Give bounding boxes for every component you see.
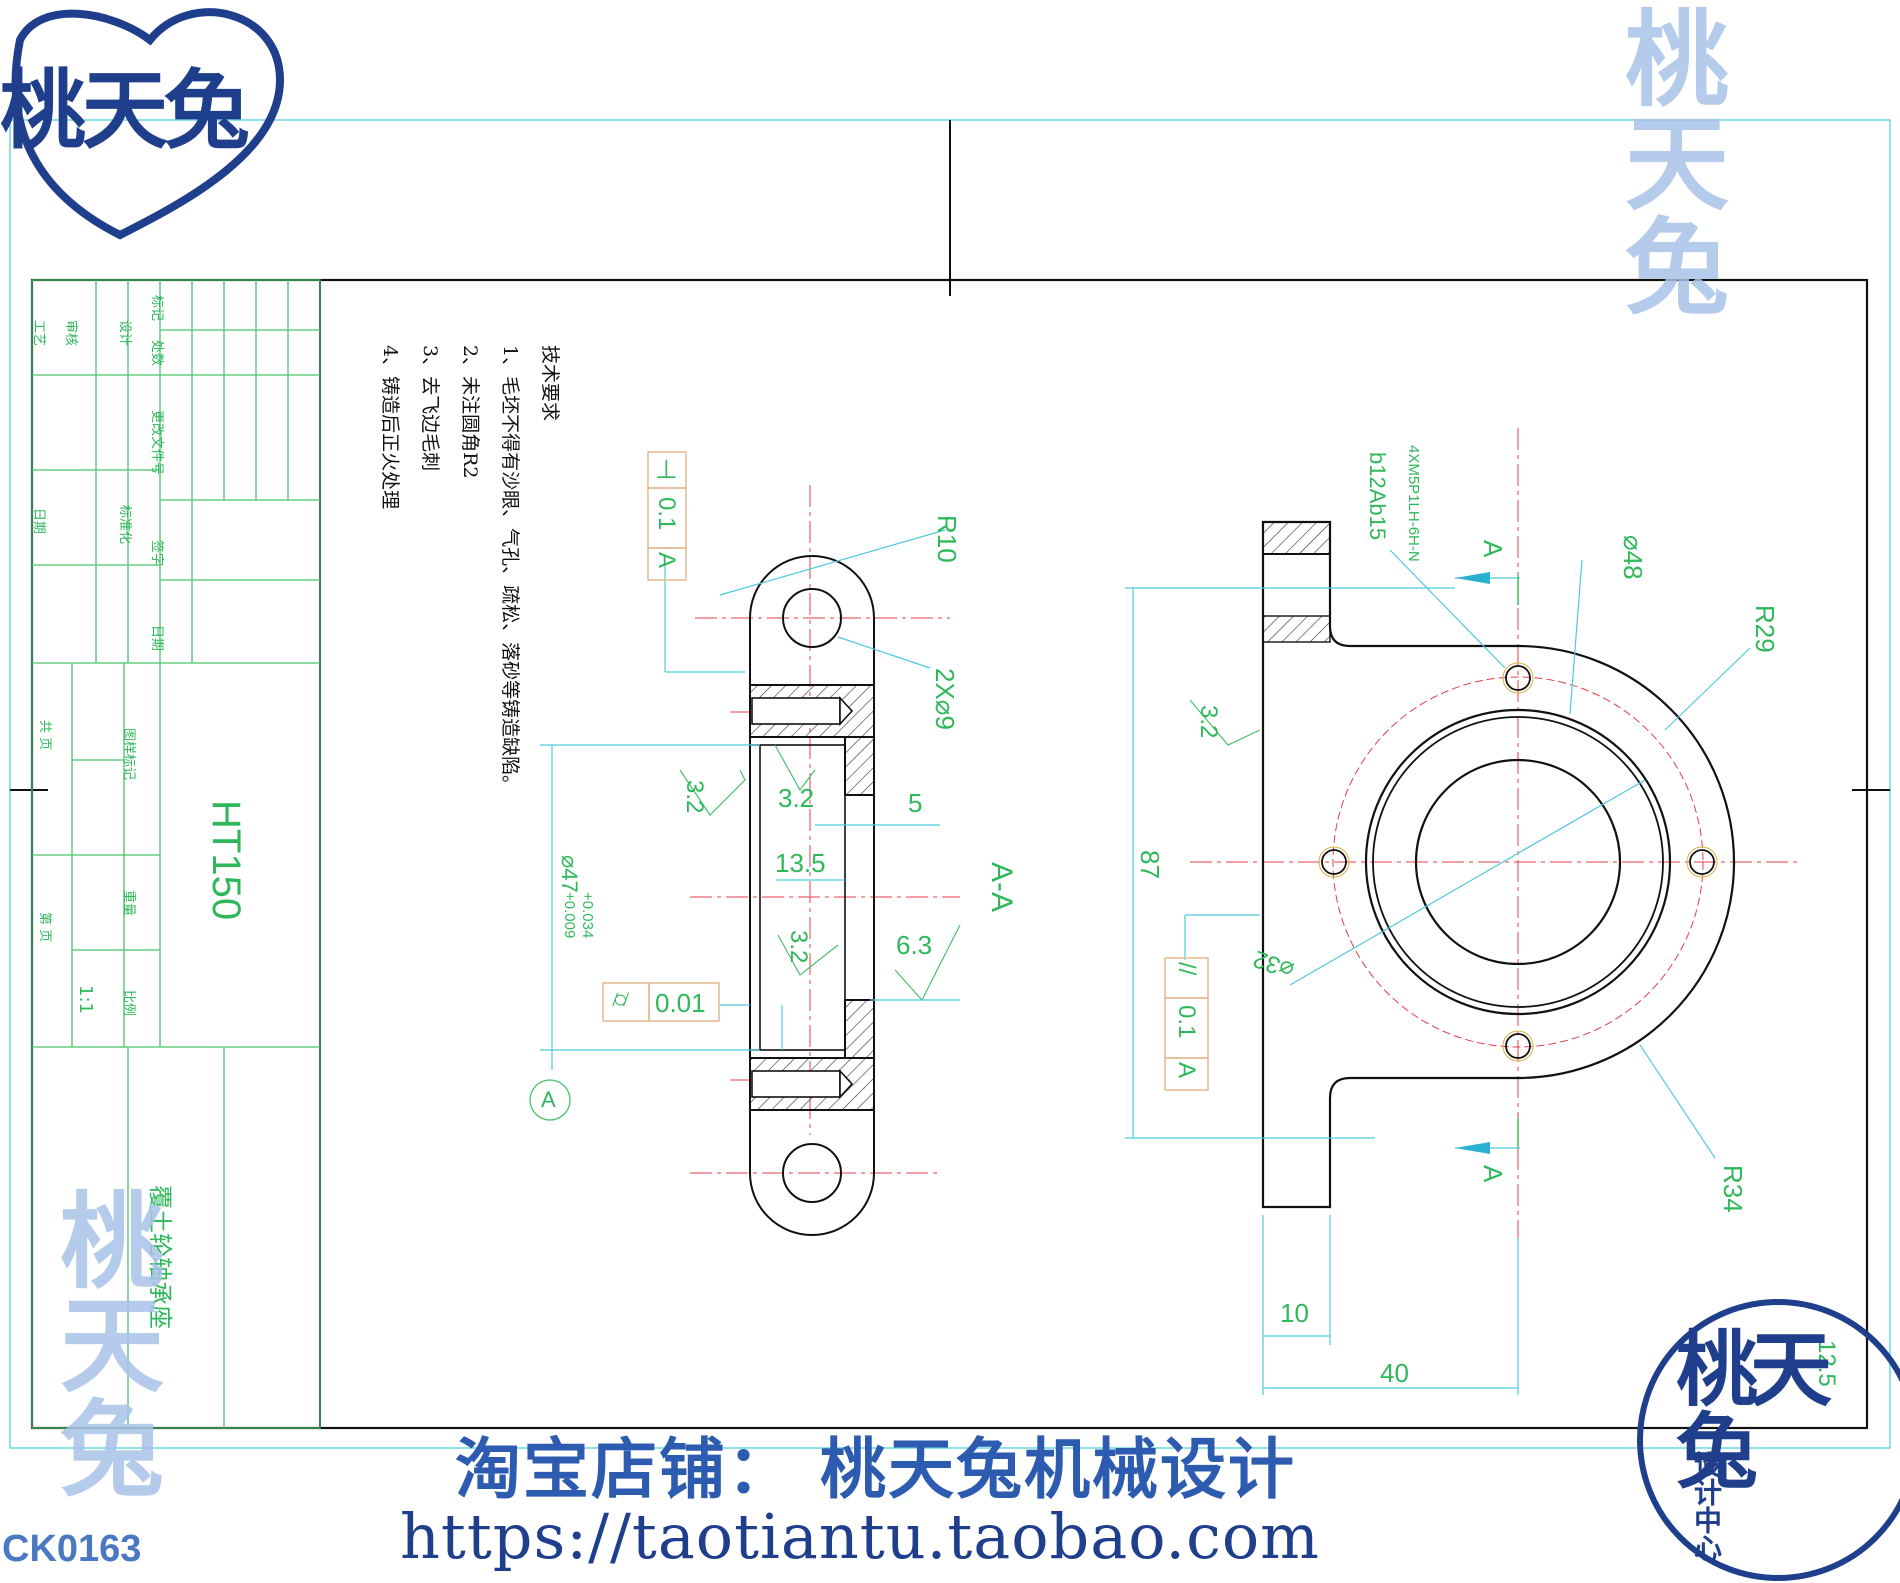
notes-heading: 技术要求 [539,345,561,422]
watermark-char: 桃 [60,1180,165,1303]
front-view [1125,428,1800,1395]
watermark-char: 天 [1625,102,1730,225]
note-item: 4、铸造后正火处理 [379,345,401,510]
watermark-char: 兔 [60,1388,165,1511]
note-item: 2、未注圆角R2 [459,345,481,479]
brand-seal: 桃天兔 设计中心 [1620,1290,1900,1583]
drawing-code: CK0163 [2,1528,142,1570]
watermark-char: 天 [60,1284,165,1407]
brand-logo: 桃天兔 [0,0,300,240]
outer-frame [9,119,1891,1449]
shop-url: https://taotiantu.taobao.com [400,1500,1320,1573]
note-item: 3、去飞边毛刺 [419,345,441,472]
watermark-char: 兔 [1625,206,1730,329]
watermark-char: 桃 [1625,0,1730,121]
watermark-bottom-left: 桃 天 兔 [60,1190,200,1502]
technical-notes: 技术要求 1、毛坯不得有沙眼、气孔、疏松、落砂等铸造缺陷。 2、未注圆角R2 3… [375,345,575,865]
note-item: 1、毛坯不得有沙眼、气孔、疏松、落砂等铸造缺陷。 [499,345,521,795]
brand-logo-text: 桃天兔 [0,61,250,161]
watermark-top-right: 桃 天 兔 [1625,8,1755,320]
seal-main-text: 桃天兔 [1676,1323,1832,1500]
seal-sub-text: 设计中心 [1690,1450,1723,1562]
seal-ring [1637,1299,1900,1581]
shop-name: 淘宝店铺： 桃天兔机械设计 [455,1430,1296,1508]
drawing-border [30,278,1869,1430]
logo-heart [11,8,285,240]
section-view [529,451,961,1236]
